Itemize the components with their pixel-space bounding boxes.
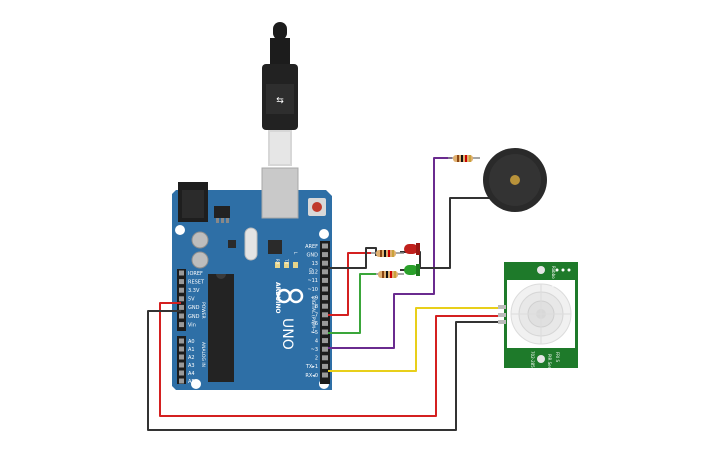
digital-pin[interactable] [322,312,328,318]
digital-pin[interactable] [322,320,328,326]
digital-pin-label: 12 [312,270,318,276]
analog-pin-label: A5 [188,379,195,385]
wire-gnd-led-black [328,247,377,269]
wires [147,157,502,431]
resistor-buzzer [448,155,480,162]
digital-pin[interactable] [322,252,328,258]
digital-pin-label: ~9 [311,295,318,301]
pir-label-3: FRI S [555,352,560,363]
digital-pin-label: ~11 [307,278,318,284]
power-pin-label: IOREF [188,271,203,277]
led-red [404,243,420,255]
mounting-hole [191,379,201,389]
power-pin[interactable] [179,322,184,328]
wire-pin6-green [328,273,376,334]
mounting-hole [319,229,329,239]
digital-pin[interactable] [322,338,328,344]
digital-pin-label: ~3 [311,347,318,353]
pir-label-2: 702-2857 [530,351,535,371]
digital-label: DIGITAL (PWM~) [310,296,316,334]
digital-pin-label: 13 [312,261,318,267]
digital-pin[interactable] [322,303,328,309]
digital-pin[interactable] [322,269,328,275]
analog-pin[interactable] [179,354,184,360]
digital-pin[interactable] [322,372,328,378]
digital-pin[interactable] [322,277,328,283]
brand-label: ARDUINO [274,282,281,313]
atmega-chip [208,274,234,382]
wire-pin4-purple [328,157,452,349]
power-pin-label: GND [188,314,200,320]
analog-pin-label: A0 [188,339,195,345]
digital-pin-label: AREF [305,244,318,250]
l-label: L [293,252,298,255]
power-pin[interactable] [179,279,184,285]
power-label: POWER [200,302,206,319]
digital-pin-label: 8 [315,304,318,310]
digital-pin-label: ~5 [311,330,318,336]
power-pin-label: Vin [188,322,196,328]
arduino-uno-board: ARDUINO UNO ON L TX RX DIGITAL (PWM~) PO… [172,167,332,390]
digital-pin[interactable] [322,260,328,266]
analog-pin-label: A3 [188,363,195,369]
power-pin-label: 5V [188,297,195,303]
analog-pin[interactable] [179,378,184,384]
model-label: UNO [279,318,295,350]
power-pin[interactable] [179,287,184,293]
digital-pin-label: ~10 [307,287,318,293]
digital-pin-label: 2 [315,356,318,362]
analog-label: ANALOG IN [200,342,206,367]
digital-pin-label: RX◂0 [305,373,318,379]
analog-pin[interactable] [179,338,184,344]
analog-pin[interactable] [179,346,184,352]
led-green [404,264,420,276]
usb-cable: ⇆ [262,22,298,166]
analog-header [177,336,186,384]
digital-pin[interactable] [322,329,328,335]
power-pin[interactable] [179,270,184,276]
power-pin[interactable] [179,304,184,310]
power-pin-label: GND [188,305,200,311]
on-label: ON [308,268,313,274]
digital-pin-label: 4 [315,338,318,344]
resistor-green-led [376,271,404,278]
analog-pin-label: A2 [188,355,195,361]
mounting-hole [175,225,185,235]
digital-pin[interactable] [322,355,328,361]
analog-pin-label: A1 [188,347,195,353]
digital-pin[interactable] [322,286,328,292]
arduino-logo [276,288,304,304]
digital-pin-label: TX▸1 [305,364,318,370]
analog-pin[interactable] [179,370,184,376]
wire-buzzer-black [420,197,492,269]
pir-label-4: PIR Sensor [547,354,552,376]
pir-sensor: Robbo Lab 702-2857 FRI S PIR Sensor [498,262,578,376]
digital-pin-label: GND [307,252,319,258]
digital-pin[interactable] [322,295,328,301]
resistor-red-led [371,250,404,257]
svg-text:⇆: ⇆ [276,96,284,106]
pir-label-1: Robbo Lab [551,266,556,288]
digital-pin[interactable] [322,243,328,249]
digital-pin-label: 7 [315,313,318,319]
analog-pin[interactable] [179,362,184,368]
power-pin[interactable] [179,296,184,302]
tx-label: TX [284,258,289,264]
digital-pin-label: ~6 [311,321,318,327]
power-pin[interactable] [179,313,184,319]
analog-pin-label: A4 [188,371,195,377]
wire-5v-red [159,302,502,417]
wire-pin2-yellow [328,307,502,372]
usb-port [261,167,299,219]
power-pin-label: RESET [188,279,205,285]
rx-label: RX [275,259,280,265]
piezo-buzzer [483,148,547,212]
digital-pin[interactable] [322,363,328,369]
wire-gnd-black [147,310,502,431]
wire-pin8-red [328,252,371,316]
power-pin-label: 3.3V [188,288,200,294]
digital-pin[interactable] [322,346,328,352]
